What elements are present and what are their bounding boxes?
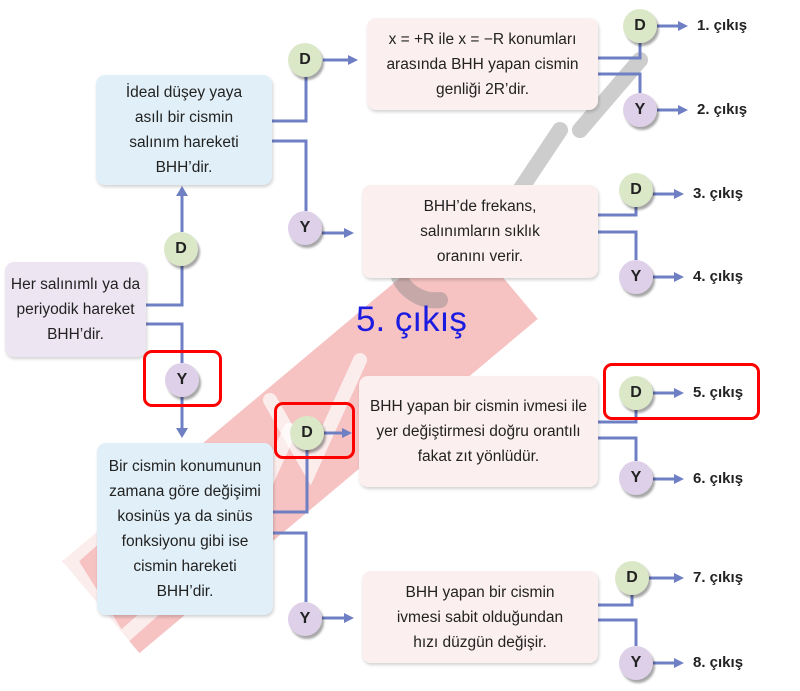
- exit-2: 2. çıkış: [697, 101, 748, 118]
- false-node: Y: [619, 646, 653, 680]
- spring-question-box: İdeal düşey yaya asılı bir cismin salını…: [96, 75, 272, 185]
- false-node: Y: [165, 363, 199, 397]
- highlight-exit-5: [603, 363, 760, 420]
- exit-8: 8. çıkış: [693, 654, 744, 671]
- exit-1: 1. çıkış: [697, 17, 748, 34]
- exit-4: 4. çıkış: [693, 268, 744, 285]
- highlight-false-node: [143, 350, 222, 407]
- constant-acceleration-question-box: BHH yapan bir cismin ivmesi sabit olduğu…: [362, 571, 598, 663]
- frequency-question-box: BHH’de frekans, salınımların sıklık oran…: [362, 185, 598, 278]
- amplitude-question-box: x = +R ile x = −R konumları arasında BHH…: [367, 18, 598, 110]
- true-node: D: [615, 561, 649, 595]
- start-box: Her salınımlı ya da periyodik hareket BH…: [5, 262, 146, 357]
- false-node: Y: [623, 93, 657, 127]
- false-node: Y: [288, 602, 322, 636]
- acceleration-question-box: BHH yapan bir cismin ivmesi ile yer deği…: [359, 376, 598, 487]
- exit-5: 5. çıkış: [693, 384, 744, 401]
- false-node: Y: [288, 211, 322, 245]
- true-node: D: [619, 376, 653, 410]
- false-node: Y: [619, 461, 653, 495]
- exit-7: 7. çıkış: [693, 569, 744, 586]
- answer-text: 5. çıkış: [356, 300, 467, 339]
- exit-3: 3. çıkış: [693, 185, 744, 202]
- true-node: D: [164, 232, 198, 266]
- false-node: Y: [619, 260, 653, 294]
- position-question-box: Bir cismin konumunun zamana göre değişim…: [97, 443, 273, 615]
- exit-6: 6. çıkış: [693, 470, 744, 487]
- true-node: D: [288, 43, 322, 77]
- true-node: D: [619, 173, 653, 207]
- highlight-true-node: [274, 402, 355, 459]
- true-node: D: [290, 416, 324, 450]
- true-node: D: [623, 9, 657, 43]
